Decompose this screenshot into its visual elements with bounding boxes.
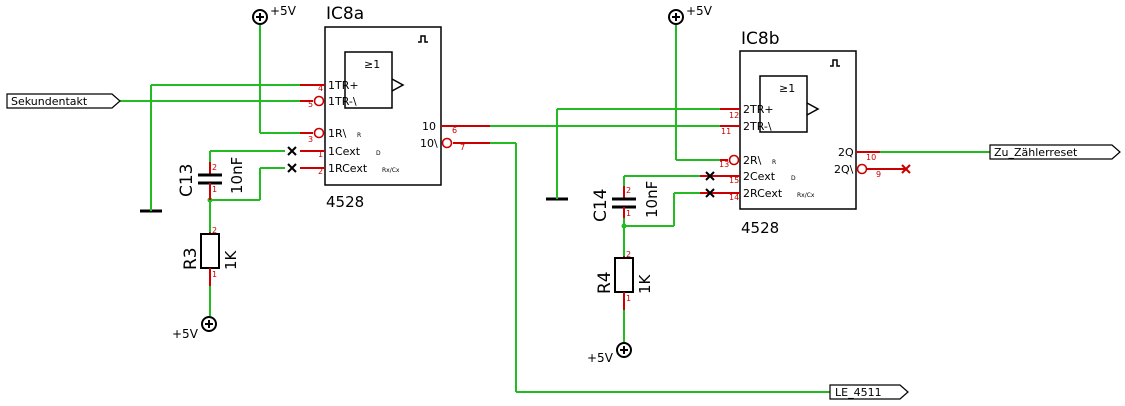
power-symbol-top-left: +5V [252, 4, 297, 25]
inversion-bubble [313, 127, 325, 139]
pin-label: 10 [422, 120, 436, 133]
svg-text:D: D [791, 175, 796, 182]
ic8a-part: 4528 [326, 193, 364, 211]
svg-text:1: 1 [212, 270, 217, 279]
svg-text:2: 2 [626, 186, 631, 195]
svg-text:4: 4 [318, 84, 323, 93]
svg-text:1: 1 [318, 150, 323, 159]
wires-left [120, 25, 300, 316]
svg-text:6: 6 [452, 126, 457, 135]
supply-label: +5V [686, 4, 713, 18]
pin-label: 2TR-\ [743, 120, 772, 133]
power-symbol-bottom-right: +5V [587, 342, 632, 365]
junction-dot [621, 223, 627, 229]
r4-ref: R4 [595, 271, 615, 294]
no-connect-marker [287, 146, 297, 173]
pin-label: 1TR+ [328, 79, 359, 92]
capacitor-c14: 2 1 C14 10nF [591, 181, 661, 222]
ic8b-ref: IC8b [741, 29, 780, 49]
svg-text:2: 2 [318, 167, 323, 176]
svg-text:5: 5 [308, 100, 313, 109]
svg-text:14: 14 [729, 193, 739, 202]
svg-text:13: 13 [719, 160, 729, 169]
resistor-r3: 2 1 R3 1K [181, 226, 240, 286]
resistor-r4: 2 1 R4 1K [595, 250, 654, 310]
pulse-icon [830, 59, 840, 67]
c14-value: 10nF [643, 181, 661, 218]
pin-label: 2Q [838, 146, 854, 159]
supply-label: +5V [172, 327, 199, 341]
ic8b-gate-triangle [806, 102, 820, 116]
inversion-bubble [313, 95, 325, 107]
pin-label: 1TR-\ [328, 95, 357, 108]
svg-text:Rx/Cx: Rx/Cx [382, 167, 400, 174]
inversion-bubble [856, 163, 868, 175]
ic8a-gate-triangle [391, 78, 405, 92]
ic8b: IC8b ≥1 4528 12 11 13 15 14 10 9 2TR+ 2T… [700, 29, 911, 237]
ic8b-gate-symbol: ≥1 [779, 82, 795, 95]
ic8a-body [324, 26, 442, 186]
ic8a: IC8a ≥1 4528 4 5 3 1 2 6 7 1TR+ 1TR-\ 1R… [300, 4, 490, 211]
svg-text:2: 2 [212, 163, 217, 172]
capacitor-c13: 2 1 C13 10nF [177, 157, 246, 200]
c14-ref: C14 [591, 188, 611, 222]
no-connect-marker [705, 171, 715, 198]
svg-text:D: D [376, 150, 381, 157]
supply-label: +5V [270, 4, 297, 18]
svg-text:7: 7 [460, 143, 465, 152]
ic8b-body [739, 50, 857, 210]
net-label-sekundentakt: Sekundentakt [6, 93, 121, 109]
pin-label: 2RCext [743, 187, 783, 200]
svg-text:15: 15 [729, 176, 739, 185]
svg-text:2: 2 [212, 226, 217, 235]
c13-value: 10nF [228, 157, 246, 194]
svg-text:1: 1 [212, 185, 217, 194]
pin-label: 2Q\ [834, 163, 854, 176]
ic8a-gate-box [344, 51, 393, 109]
net-label-text: Zu_Zählerreset [994, 146, 1078, 159]
svg-text:2: 2 [626, 250, 631, 259]
pin-label: 1RCext [328, 162, 368, 175]
ic8b-gate-box [759, 75, 808, 133]
r4-value: 1K [636, 273, 654, 294]
svg-text:11: 11 [721, 127, 731, 136]
svg-text:1: 1 [626, 209, 631, 218]
pin-label: 1Cext [328, 145, 361, 158]
pin-label: 2TR+ [743, 103, 774, 116]
c13-ref: C13 [177, 163, 197, 197]
inversion-bubble [728, 154, 740, 166]
net-label-zaehlerreset: Zu_Zählerreset [989, 144, 1121, 160]
svg-text:9: 9 [876, 170, 881, 179]
net-label-text: Sekundentakt [11, 95, 88, 108]
svg-text:R: R [772, 159, 776, 166]
svg-text:12: 12 [729, 111, 739, 120]
pulse-icon [418, 35, 428, 43]
supply-label: +5V [587, 351, 614, 365]
pin-label: 1R\ [328, 127, 347, 140]
power-symbol-bottom-left: +5V [172, 316, 217, 341]
pin-label: 2R\ [743, 154, 762, 167]
svg-text:3: 3 [308, 135, 313, 144]
ic8a-gate-symbol: ≥1 [364, 58, 380, 71]
net-label-text: LE_4511 [835, 386, 882, 399]
ic8a-ref: IC8a [326, 4, 364, 24]
svg-text:1: 1 [626, 294, 631, 303]
r3-ref: R3 [181, 247, 201, 270]
svg-text:R: R [357, 132, 361, 139]
inversion-bubble [441, 137, 453, 149]
ic8b-part: 4528 [741, 219, 779, 237]
r3-value: 1K [222, 249, 240, 270]
pin-label: 2Cext [743, 170, 776, 183]
wires-right [490, 25, 990, 393]
power-symbol-top-right: +5V [668, 4, 713, 25]
pin-label: 10\ [420, 137, 438, 150]
svg-text:Rx/Cx: Rx/Cx [797, 192, 815, 199]
net-label-le4511: LE_4511 [829, 384, 909, 400]
svg-text:10: 10 [866, 153, 876, 162]
